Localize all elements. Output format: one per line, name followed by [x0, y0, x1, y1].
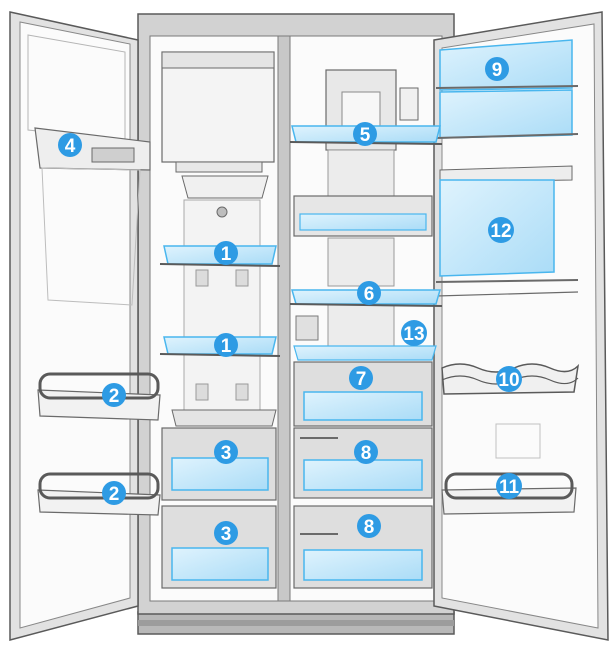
svg-text:3: 3	[221, 443, 232, 464]
callout-left-door-bin-upper: 2	[102, 383, 126, 407]
callout-right-drawer-bottom: 8	[357, 514, 381, 538]
svg-text:7: 7	[356, 369, 367, 390]
left-door	[9, 11, 161, 641]
callout-right-door-bin-top: 9	[485, 57, 509, 81]
callout-right-shelf-upper: 5	[353, 122, 377, 146]
right-door	[433, 11, 609, 641]
svg-text:12: 12	[490, 221, 511, 242]
svg-text:11: 11	[499, 477, 520, 498]
callout-left-drawer-lower: 3	[214, 521, 238, 545]
svg-text:6: 6	[364, 284, 375, 305]
callout-right-drawer-middle: 8	[354, 440, 378, 464]
svg-text:13: 13	[403, 324, 424, 345]
svg-text:2: 2	[109, 484, 120, 505]
callout-right-drawer-top: 7	[349, 366, 373, 390]
svg-text:9: 9	[492, 60, 503, 81]
svg-text:4: 4	[65, 136, 76, 157]
callout-left-door-bin-lower: 2	[102, 481, 126, 505]
svg-text:3: 3	[221, 524, 232, 545]
svg-text:8: 8	[361, 443, 372, 464]
callout-right-door-large-bin: 12	[488, 217, 514, 243]
base-plinth	[137, 611, 455, 635]
callout-right-door-bin-bottom: 11	[496, 473, 522, 499]
callout-left-shelf-lower: 1	[214, 333, 238, 357]
freezer-compartment	[159, 51, 281, 589]
callout-ice-maker: 13	[401, 320, 427, 346]
svg-text:1: 1	[221, 244, 232, 265]
callout-left-drawer-upper: 3	[214, 440, 238, 464]
callout-right-shelf-middle: 6	[357, 281, 381, 305]
svg-text:8: 8	[364, 517, 375, 538]
callout-right-door-bin-wavy: 10	[496, 366, 522, 392]
svg-text:5: 5	[360, 125, 371, 146]
svg-text:2: 2	[109, 386, 120, 407]
callout-dispenser: 4	[58, 133, 82, 157]
svg-text:10: 10	[498, 370, 519, 391]
callout-left-shelf-upper: 1	[214, 241, 238, 265]
svg-text:1: 1	[221, 336, 232, 357]
